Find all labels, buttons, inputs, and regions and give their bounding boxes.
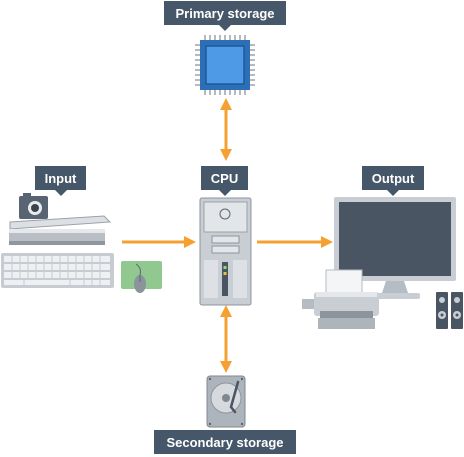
mouse-icon bbox=[121, 261, 162, 293]
speakers-icon bbox=[436, 292, 463, 329]
output-label: Output bbox=[362, 166, 424, 196]
keyboard-icon bbox=[1, 253, 114, 288]
secondary-storage-label: Secondary storage bbox=[154, 430, 296, 454]
cpu-tower-icon bbox=[199, 197, 252, 306]
hard-drive-icon bbox=[206, 375, 246, 428]
input-label: Input bbox=[35, 166, 86, 196]
scanner-icon bbox=[9, 215, 112, 245]
camera-icon bbox=[19, 193, 48, 219]
cpu-label: CPU bbox=[201, 166, 248, 196]
chip-icon bbox=[195, 35, 255, 95]
primary-storage-label: Primary storage bbox=[164, 1, 286, 31]
printer-icon bbox=[302, 269, 379, 329]
monitor-icon bbox=[334, 197, 456, 299]
